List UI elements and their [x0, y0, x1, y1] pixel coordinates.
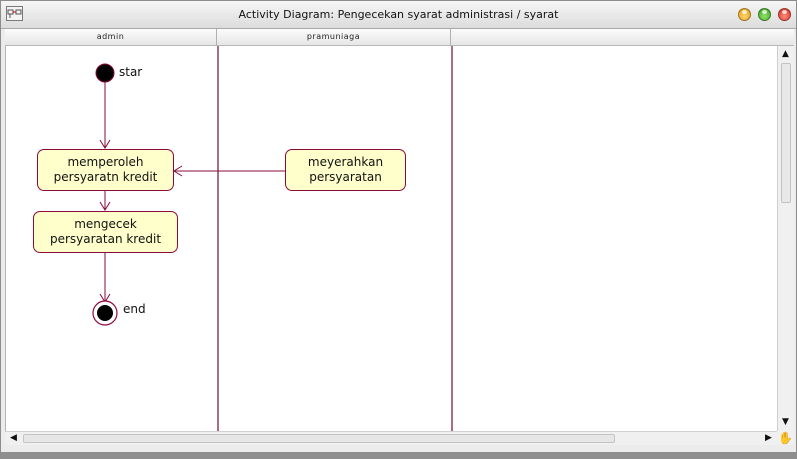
- window-title: Activity Diagram: Pengecekan syarat admi…: [238, 8, 559, 21]
- horizontal-scrollbar[interactable]: ◀ ▶: [5, 431, 777, 445]
- arrow-up-icon[interactable]: ▲: [782, 49, 789, 59]
- activity-memperoleh-persyaratan[interactable]: memperoleh persyaratn kredit: [37, 149, 174, 191]
- diagram-canvas[interactable]: star end memperoleh persyaratn kredit me…: [5, 46, 778, 431]
- vertical-scrollbar[interactable]: ▲ ▼: [777, 46, 794, 431]
- horizontal-scroll-thumb[interactable]: [23, 434, 615, 443]
- activity-mengecek-label: mengecek persyaratan kredit: [49, 217, 162, 246]
- diagram-connectors: [92, 46, 453, 431]
- desktop-strip: [0, 452, 797, 459]
- arrowhead-3: [99, 201, 111, 211]
- title-bar[interactable]: Activity Diagram: Pengecekan syarat admi…: [1, 1, 796, 29]
- start-label: star: [119, 65, 143, 79]
- arrow-down-icon[interactable]: ▼: [782, 417, 789, 427]
- arrow-left-icon[interactable]: ◀: [10, 433, 17, 443]
- hand-tool-icon[interactable]: ✋: [777, 431, 794, 445]
- arrowhead-2: [173, 165, 183, 177]
- arrowhead-1: [99, 139, 111, 149]
- arrow-right-icon[interactable]: ▶: [765, 433, 772, 443]
- vertical-scroll-thumb[interactable]: [781, 63, 791, 203]
- activity-menyerahkan-persyaratan[interactable]: meyerahkan persyaratan: [285, 149, 406, 191]
- close-button[interactable]: [778, 8, 791, 21]
- start-node: [95, 63, 115, 83]
- activity-mengecek-persyaratan[interactable]: mengecek persyaratan kredit: [33, 211, 178, 253]
- end-node-core: [97, 305, 113, 321]
- activity-diagram-icon[interactable]: [6, 6, 23, 21]
- end-label: end: [123, 302, 146, 316]
- minimize-button[interactable]: [738, 8, 751, 21]
- activity-menyerahkan-label: meyerahkan persyaratan: [307, 155, 384, 184]
- swimlane-header: admin pramuniaga: [5, 29, 794, 46]
- maximize-button[interactable]: [758, 8, 771, 21]
- lane-header-pramuniaga[interactable]: pramuniaga: [217, 29, 451, 45]
- activity-memperoleh-label: memperoleh persyaratn kredit: [53, 155, 158, 184]
- lane-header-admin[interactable]: admin: [5, 29, 217, 45]
- lane-header-empty[interactable]: [451, 29, 794, 45]
